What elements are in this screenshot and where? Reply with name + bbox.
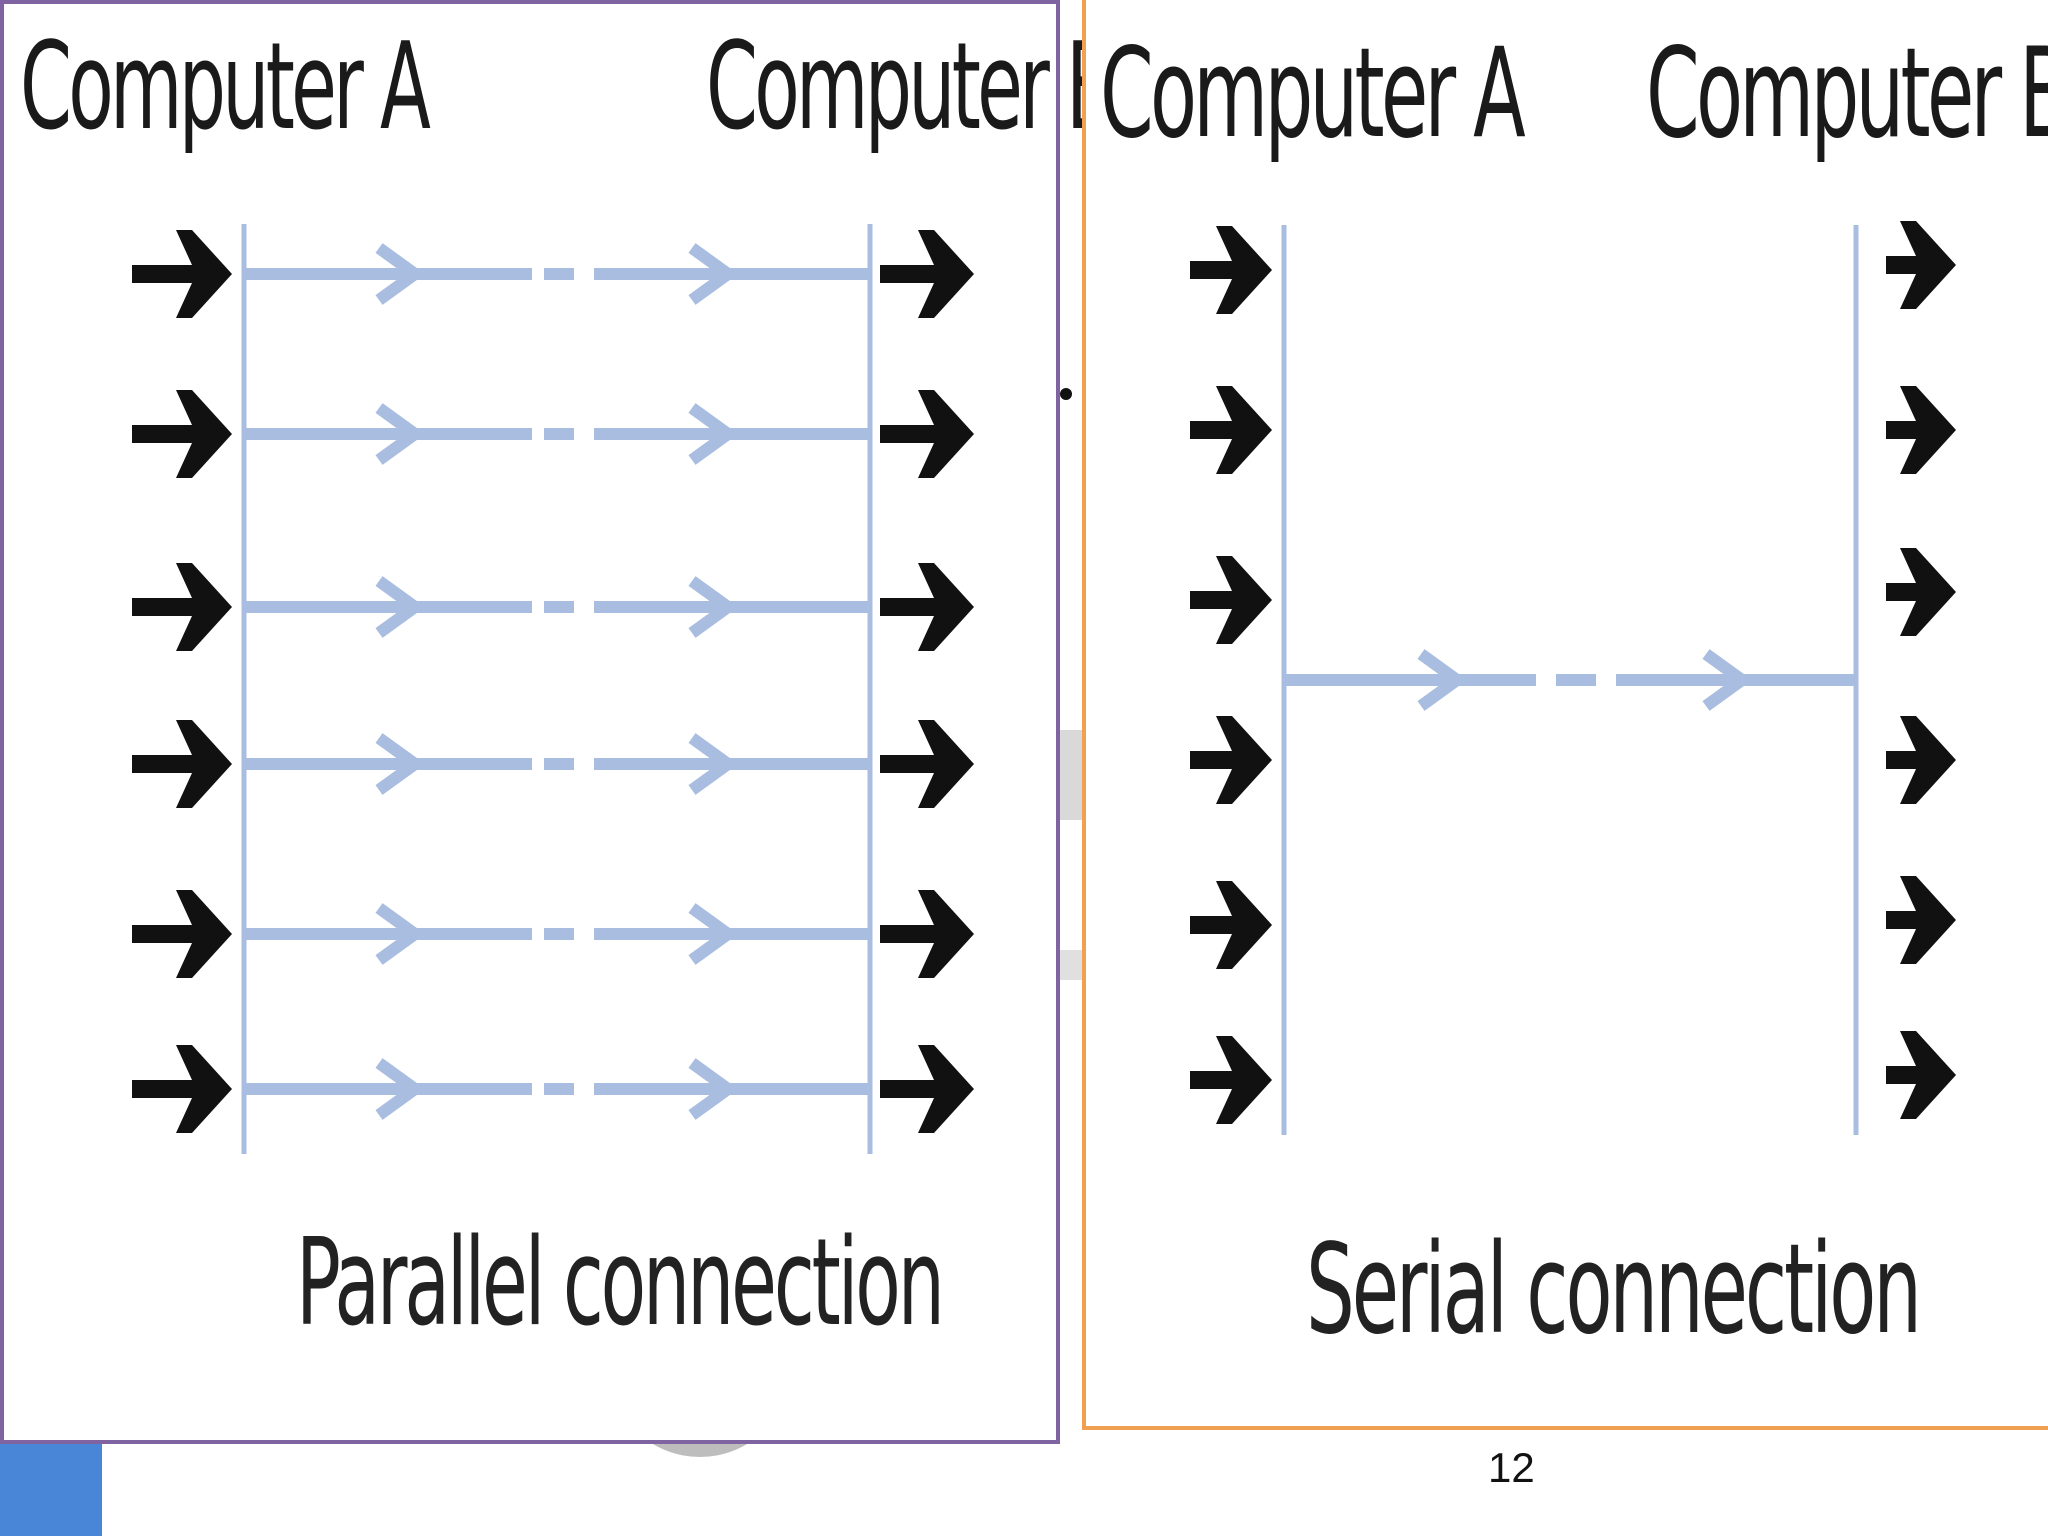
line-chevron — [1417, 649, 1468, 711]
line-gap — [574, 926, 594, 942]
serial-connection-panel: Computer A Computer B Serial connection — [1082, 0, 2048, 1430]
line-gap — [532, 926, 544, 942]
input-arrow-icon — [1190, 1036, 1272, 1124]
input-arrow-icon — [132, 230, 232, 318]
line-gap — [532, 599, 544, 615]
output-arrow-icon — [1886, 548, 1956, 636]
line-chevron — [1702, 649, 1753, 711]
input-arrow-icon — [1190, 386, 1272, 474]
input-arrow-icon — [132, 890, 232, 978]
input-arrow-icon — [1190, 881, 1272, 969]
line-gap — [574, 266, 594, 282]
output-arrow-icon — [880, 890, 974, 978]
line-gap — [574, 1081, 594, 1097]
input-arrow-icon — [132, 720, 232, 808]
input-arrow-icon — [1190, 556, 1272, 644]
parallel-connection-panel: Computer A Computer B Parallel connectio… — [0, 0, 1117, 1444]
output-arrow-icon — [1886, 876, 1956, 964]
line-gap — [574, 599, 594, 615]
line-gap — [574, 426, 594, 442]
line-gap — [1596, 672, 1616, 688]
serial-diagram — [1190, 221, 1956, 1135]
line-chevron — [688, 403, 739, 465]
input-arrow-icon — [1190, 716, 1272, 804]
serial-computer-a-label: Computer A — [1100, 22, 1526, 166]
input-arrow-icon — [132, 1045, 232, 1133]
output-arrow-icon — [880, 230, 974, 318]
page-number: 12 — [1488, 1444, 1535, 1491]
line-gap — [574, 756, 594, 772]
line-chevron — [375, 1058, 426, 1120]
output-arrow-icon — [1886, 716, 1956, 804]
line-chevron — [688, 733, 739, 795]
parallel-diagram — [132, 224, 974, 1154]
line-gap — [1536, 672, 1556, 688]
input-arrow-icon — [132, 563, 232, 651]
line-chevron — [375, 733, 426, 795]
line-gap — [532, 756, 544, 772]
output-arrow-icon — [1886, 221, 1956, 309]
output-arrow-icon — [1886, 386, 1956, 474]
line-chevron — [688, 243, 739, 305]
input-arrow-icon — [1190, 226, 1272, 314]
parallel-caption: Parallel connection — [296, 1214, 945, 1353]
serial-caption: Serial connection — [1306, 1218, 1922, 1362]
line-chevron — [375, 243, 426, 305]
output-arrow-icon — [880, 563, 974, 651]
line-chevron — [688, 903, 739, 965]
line-gap — [532, 426, 544, 442]
line-gap — [532, 1081, 544, 1097]
line-chevron — [375, 903, 426, 965]
accent-block-bottom-left — [0, 1440, 102, 1536]
output-arrow-icon — [880, 1045, 974, 1133]
line-chevron — [375, 403, 426, 465]
input-arrow-icon — [132, 390, 232, 478]
bullet-dot — [1060, 388, 1072, 400]
line-chevron — [688, 1058, 739, 1120]
line-gap — [532, 266, 544, 282]
output-arrow-icon — [1886, 1031, 1956, 1119]
output-arrow-icon — [880, 720, 974, 808]
parallel-computer-b-label: Computer B — [706, 18, 1117, 157]
output-arrow-icon — [880, 390, 974, 478]
parallel-computer-a-label: Computer A — [20, 18, 431, 157]
serial-computer-b-label: Computer B — [1646, 22, 2048, 166]
line-chevron — [375, 576, 426, 638]
line-chevron — [688, 576, 739, 638]
